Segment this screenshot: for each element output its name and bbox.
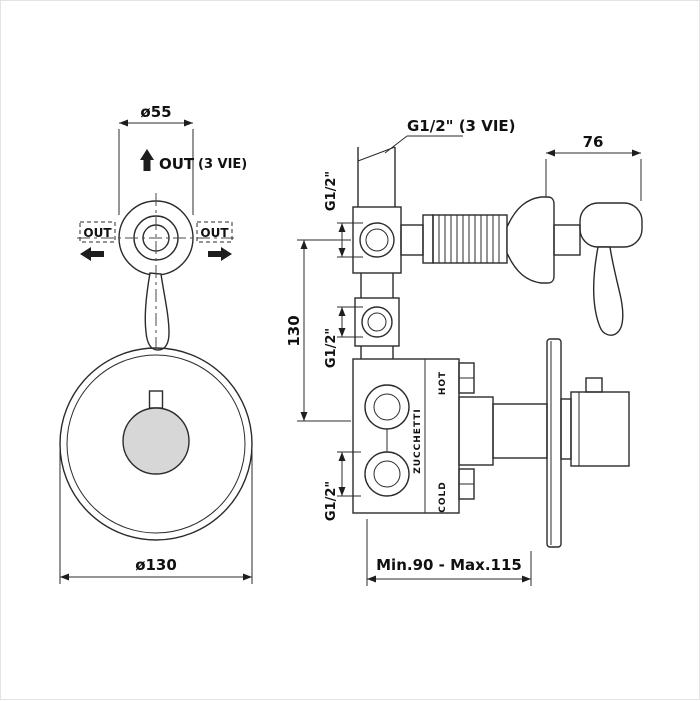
block-outline bbox=[354, 297, 400, 347]
extension-lines bbox=[337, 306, 363, 338]
pipe-break-line bbox=[357, 146, 396, 162]
lever-blade bbox=[593, 246, 624, 336]
diverter-trim-side bbox=[400, 196, 643, 336]
thermostat-handle-front bbox=[122, 390, 190, 475]
out-top-indicator: OUT (3 VIE) bbox=[140, 149, 247, 173]
mid-port-block bbox=[354, 273, 400, 359]
out-left-box bbox=[79, 221, 116, 243]
dim-label-depth: Min.90 - Max.115 bbox=[376, 556, 522, 574]
out-right-indicator: OUT bbox=[196, 221, 233, 261]
dim-label-diameter-55: ø55 bbox=[140, 103, 171, 121]
out-left-label: OUT bbox=[83, 226, 112, 240]
out-right-box bbox=[196, 221, 233, 243]
dim-depth: Min.90 - Max.115 bbox=[366, 519, 532, 586]
out-top-note: (3 VIE) bbox=[198, 157, 247, 172]
wall-plate-side bbox=[546, 338, 562, 548]
port-dim-mid: G1/2" bbox=[324, 306, 363, 368]
port-circle-inner bbox=[367, 312, 387, 332]
handle-notch bbox=[148, 390, 164, 409]
extension-lines bbox=[118, 129, 194, 215]
dim-label-130: 130 bbox=[285, 315, 303, 346]
inlet-block-bottom bbox=[458, 468, 475, 500]
top-port-block bbox=[352, 206, 402, 274]
extension-lines bbox=[59, 450, 253, 584]
handle-knob-side bbox=[570, 391, 630, 467]
port-circle-outer bbox=[359, 222, 395, 258]
supply-pipe-top bbox=[357, 146, 396, 207]
cartridge-step-2 bbox=[492, 403, 548, 459]
dim-diameter-top: ø55 bbox=[118, 103, 194, 215]
out-top-label: OUT bbox=[159, 155, 195, 173]
port-circle-inner bbox=[365, 228, 389, 252]
out-right-label: OUT bbox=[200, 226, 229, 240]
extension-lines bbox=[337, 451, 361, 497]
dim-width-76: 76 bbox=[545, 133, 642, 201]
top-thread-callout: G1/2" (3 VIE) bbox=[384, 117, 516, 154]
dim-label-diameter-130: ø130 bbox=[135, 556, 177, 574]
cartridge-step-1 bbox=[458, 396, 494, 466]
cold-label: COLD bbox=[438, 481, 448, 512]
pipe-walls bbox=[360, 273, 394, 298]
valve-body: ZUCCHETTI HOT COLD bbox=[352, 358, 460, 514]
dim-label-76: 76 bbox=[583, 133, 604, 151]
port-label-bottom: G1/2" bbox=[324, 481, 339, 521]
arrow-left-icon bbox=[80, 247, 104, 261]
hot-port-circle-inner bbox=[373, 393, 401, 421]
inlet-block-top bbox=[458, 362, 475, 394]
bell-escutcheon bbox=[506, 196, 555, 284]
handle-flange bbox=[560, 398, 572, 460]
cartridge-extension bbox=[458, 396, 548, 466]
leader-line bbox=[384, 135, 463, 154]
pipe-walls bbox=[357, 147, 396, 207]
port-label-top: G1/2" bbox=[324, 171, 339, 211]
arrow-up-icon bbox=[140, 149, 154, 171]
thermostat-handle-side bbox=[560, 377, 630, 467]
diverter-stem bbox=[400, 224, 424, 256]
handle-notch-side bbox=[585, 377, 603, 393]
hot-port-circle bbox=[364, 384, 410, 430]
plate-outline bbox=[546, 338, 562, 548]
lever-cap bbox=[579, 202, 643, 248]
extension-lines bbox=[366, 519, 532, 586]
thread-3vie-label: G1/2" (3 VIE) bbox=[407, 117, 516, 135]
arrow-right-icon bbox=[208, 247, 232, 261]
handle-knob bbox=[122, 407, 190, 475]
cold-port-circle bbox=[364, 451, 410, 497]
dim-diameter-plate: ø130 bbox=[59, 450, 253, 584]
diverter-lever bbox=[144, 272, 170, 351]
thread-ribs bbox=[438, 215, 500, 263]
dim-height-130: 130 bbox=[285, 239, 351, 422]
plate-inner-circle bbox=[66, 354, 246, 534]
side-view: G1/2" (3 VIE) 76 G1/2" 130 bbox=[285, 117, 643, 586]
port-dim-bottom: G1/2" bbox=[324, 451, 361, 521]
cold-port-circle-inner bbox=[373, 460, 401, 488]
lever-neck bbox=[553, 224, 581, 256]
port-label-mid: G1/2" bbox=[324, 328, 339, 368]
port-circle-outer bbox=[361, 306, 393, 338]
diverter-thread-section bbox=[432, 214, 508, 264]
diverter-flange bbox=[422, 214, 434, 264]
out-left-indicator: OUT bbox=[79, 221, 116, 261]
hot-label: HOT bbox=[438, 371, 448, 395]
extension-lines bbox=[545, 159, 642, 201]
pipe-to-body bbox=[360, 346, 394, 359]
port-dim-top: G1/2" bbox=[324, 171, 363, 258]
brand-label: ZUCCHETTI bbox=[413, 408, 423, 474]
front-view: ø55 OUT (3 VIE) OUT bbox=[59, 103, 253, 584]
